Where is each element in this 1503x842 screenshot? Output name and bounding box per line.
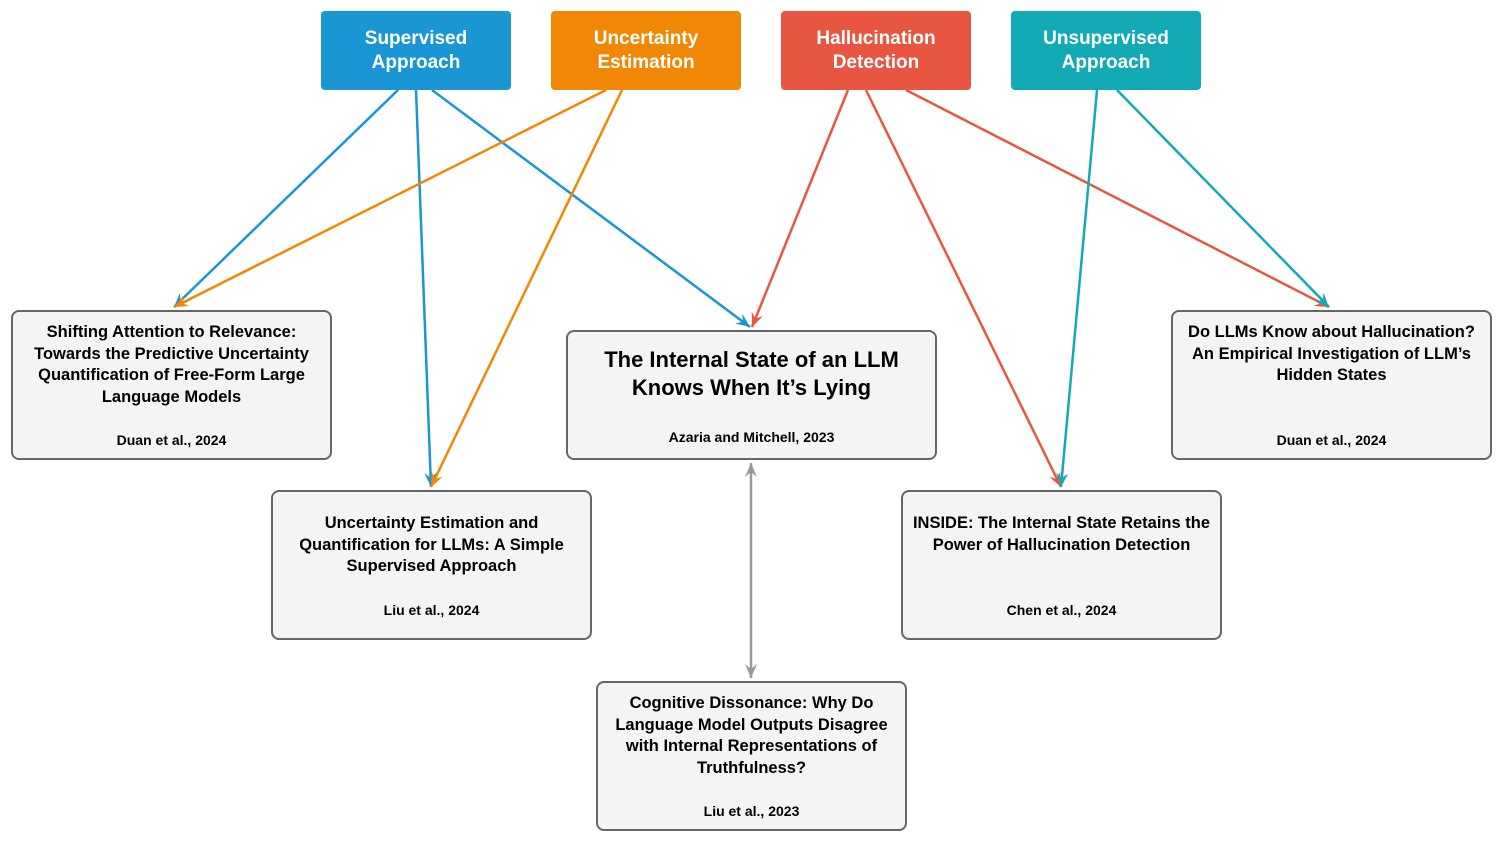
- paper-do-llms-know: Do LLMs Know about Hallucination? An Emp…: [1171, 310, 1492, 460]
- edge-uncertainty-to-shifting: [173, 88, 607, 309]
- edge-hallucination-to-internal_state: [750, 89, 850, 328]
- edge-hallucination-to-do_llms_know: [905, 88, 1330, 309]
- category-label-line1: Uncertainty: [593, 27, 699, 49]
- edge-unsupervised-to-do_llms_know: [1116, 89, 1330, 308]
- category-label-line2: Approach: [371, 51, 461, 73]
- category-label-line2: Detection: [832, 51, 920, 73]
- arrowhead-icon: [1049, 471, 1061, 487]
- category-supervised-approach: Supervised Approach: [321, 11, 511, 90]
- arrowhead-icon: [751, 311, 763, 327]
- arrowhead-icon: [1314, 292, 1329, 307]
- category-label-line2: Approach: [1061, 51, 1151, 73]
- paper-uncertainty-estimation: Uncertainty Estimation and Quantificatio…: [271, 490, 592, 640]
- paper-shifting-attention: Shifting Attention to Relevance: Towards…: [11, 310, 332, 460]
- category-label-line1: Hallucination: [816, 27, 936, 49]
- paper-title: Uncertainty Estimation and Quantificatio…: [299, 514, 564, 576]
- arrowhead-icon: [745, 463, 757, 477]
- category-hallucination-detection: Hallucination Detection: [781, 11, 971, 90]
- paper-title: Do LLMs Know about Hallucination? An Emp…: [1188, 323, 1475, 385]
- paper-author: Azaria and Mitchell, 2023: [668, 429, 835, 445]
- category-uncertainty-estimation: Uncertainty Estimation: [551, 11, 741, 90]
- arrowhead-icon: [431, 471, 443, 487]
- category-unsupervised-approach: Unsupervised Approach: [1011, 11, 1201, 90]
- paper-title: Shifting Attention to Relevance: Towards…: [34, 323, 309, 407]
- paper-inside: INSIDE: The Internal State Retains the P…: [901, 490, 1222, 640]
- paper-title: The Internal State of an LLM Knows When …: [604, 347, 899, 400]
- paper-title: INSIDE: The Internal State Retains the P…: [912, 514, 1211, 554]
- edge-supervised-to-internal_state: [431, 88, 751, 329]
- paper-cognitive-dissonance: Cognitive Dissonance: Why Do Language Mo…: [596, 681, 907, 831]
- arrowhead-icon: [745, 664, 757, 678]
- arrowhead-icon: [1056, 472, 1069, 487]
- paper-author: Liu et al., 2023: [703, 803, 800, 819]
- edge-uncertainty-to-uncertainty_est: [429, 89, 624, 488]
- edge-unsupervised-to-inside: [1059, 89, 1099, 488]
- category-label-line2: Estimation: [597, 51, 695, 73]
- paper-author: Chen et al., 2024: [1006, 602, 1117, 618]
- edge-supervised-to-shifting: [173, 89, 399, 308]
- category-label-line1: Unsupervised: [1043, 27, 1169, 49]
- edge-supervised-to-uncertainty_est: [414, 89, 433, 488]
- arrowhead-icon: [735, 313, 750, 327]
- paper-title: Cognitive Dissonance: Why Do Language Mo…: [615, 694, 888, 778]
- category-label-line1: Supervised: [364, 27, 468, 49]
- paper-author: Liu et al., 2024: [383, 602, 480, 618]
- paper-internal-state: The Internal State of an LLM Knows When …: [566, 330, 937, 460]
- paper-author: Duan et al., 2024: [116, 432, 227, 448]
- arrowhead-icon: [174, 295, 190, 307]
- edge-hallucination-to-inside: [864, 89, 1063, 488]
- paper-author: Duan et al., 2024: [1276, 432, 1387, 448]
